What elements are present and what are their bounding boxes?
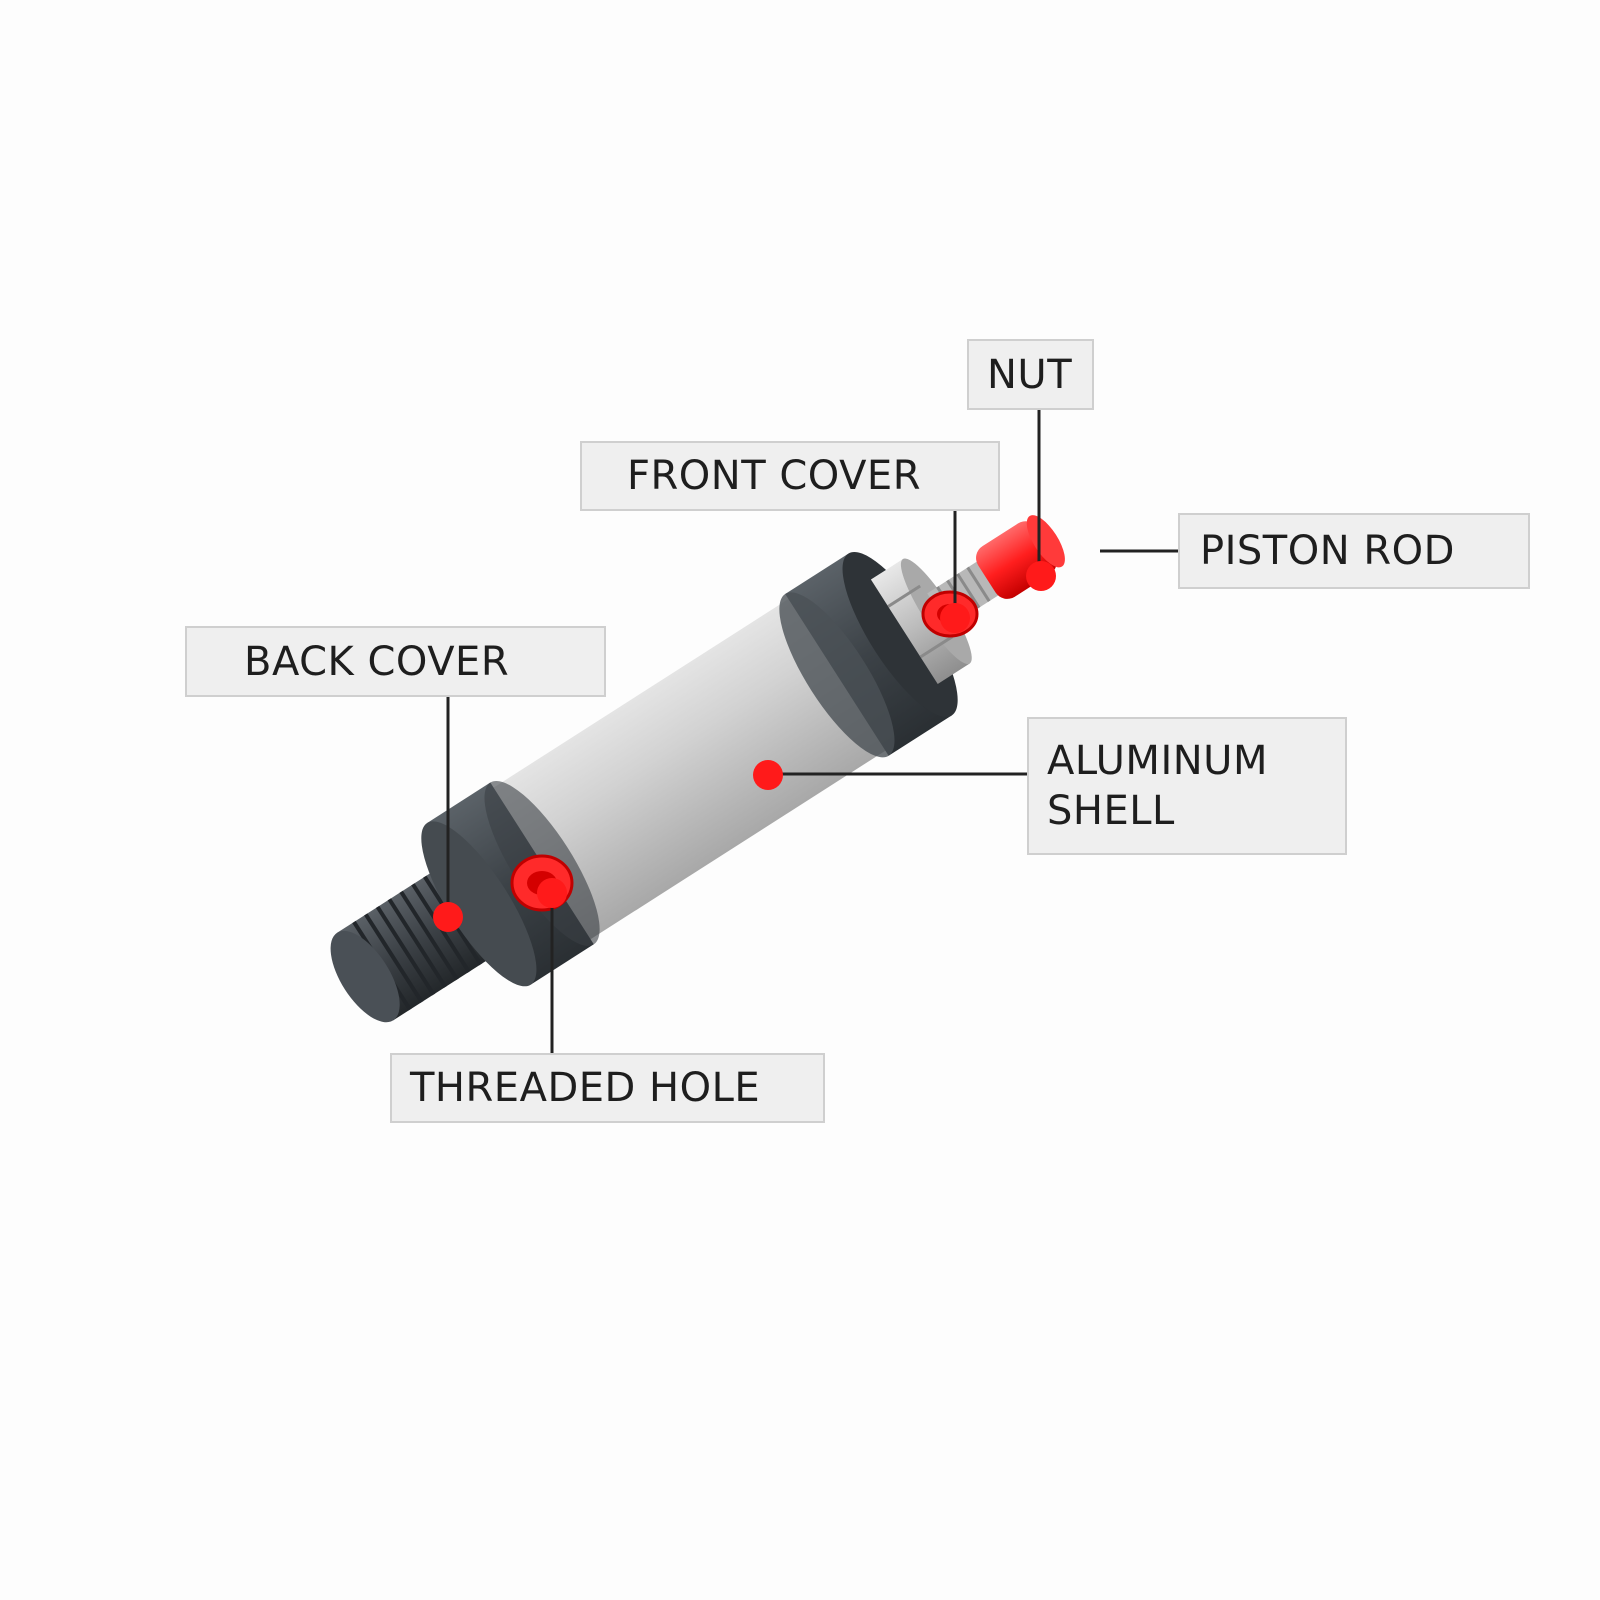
cylinder-body [330,515,1065,1023]
front-cover-body [779,551,958,758]
label-piston-rod: PISTON ROD [1178,513,1530,589]
label-front-cover: FRONT COVER [580,441,1000,511]
marker-threaded-hole-dot [537,878,567,908]
marker-aluminum-shell-dot [753,760,783,790]
label-threaded-hole: THREADED HOLE [390,1053,825,1123]
label-aluminum-shell: ALUMINUM SHELL [1027,717,1347,855]
label-back-cover: BACK COVER [185,626,606,697]
label-nut: NUT [967,339,1094,410]
marker-front-cover-dot [940,603,970,633]
marker-nut-dot [1026,561,1056,591]
leader-lines [446,410,1178,1053]
marker-back-cover-dot [433,902,463,932]
markers [433,561,1056,932]
